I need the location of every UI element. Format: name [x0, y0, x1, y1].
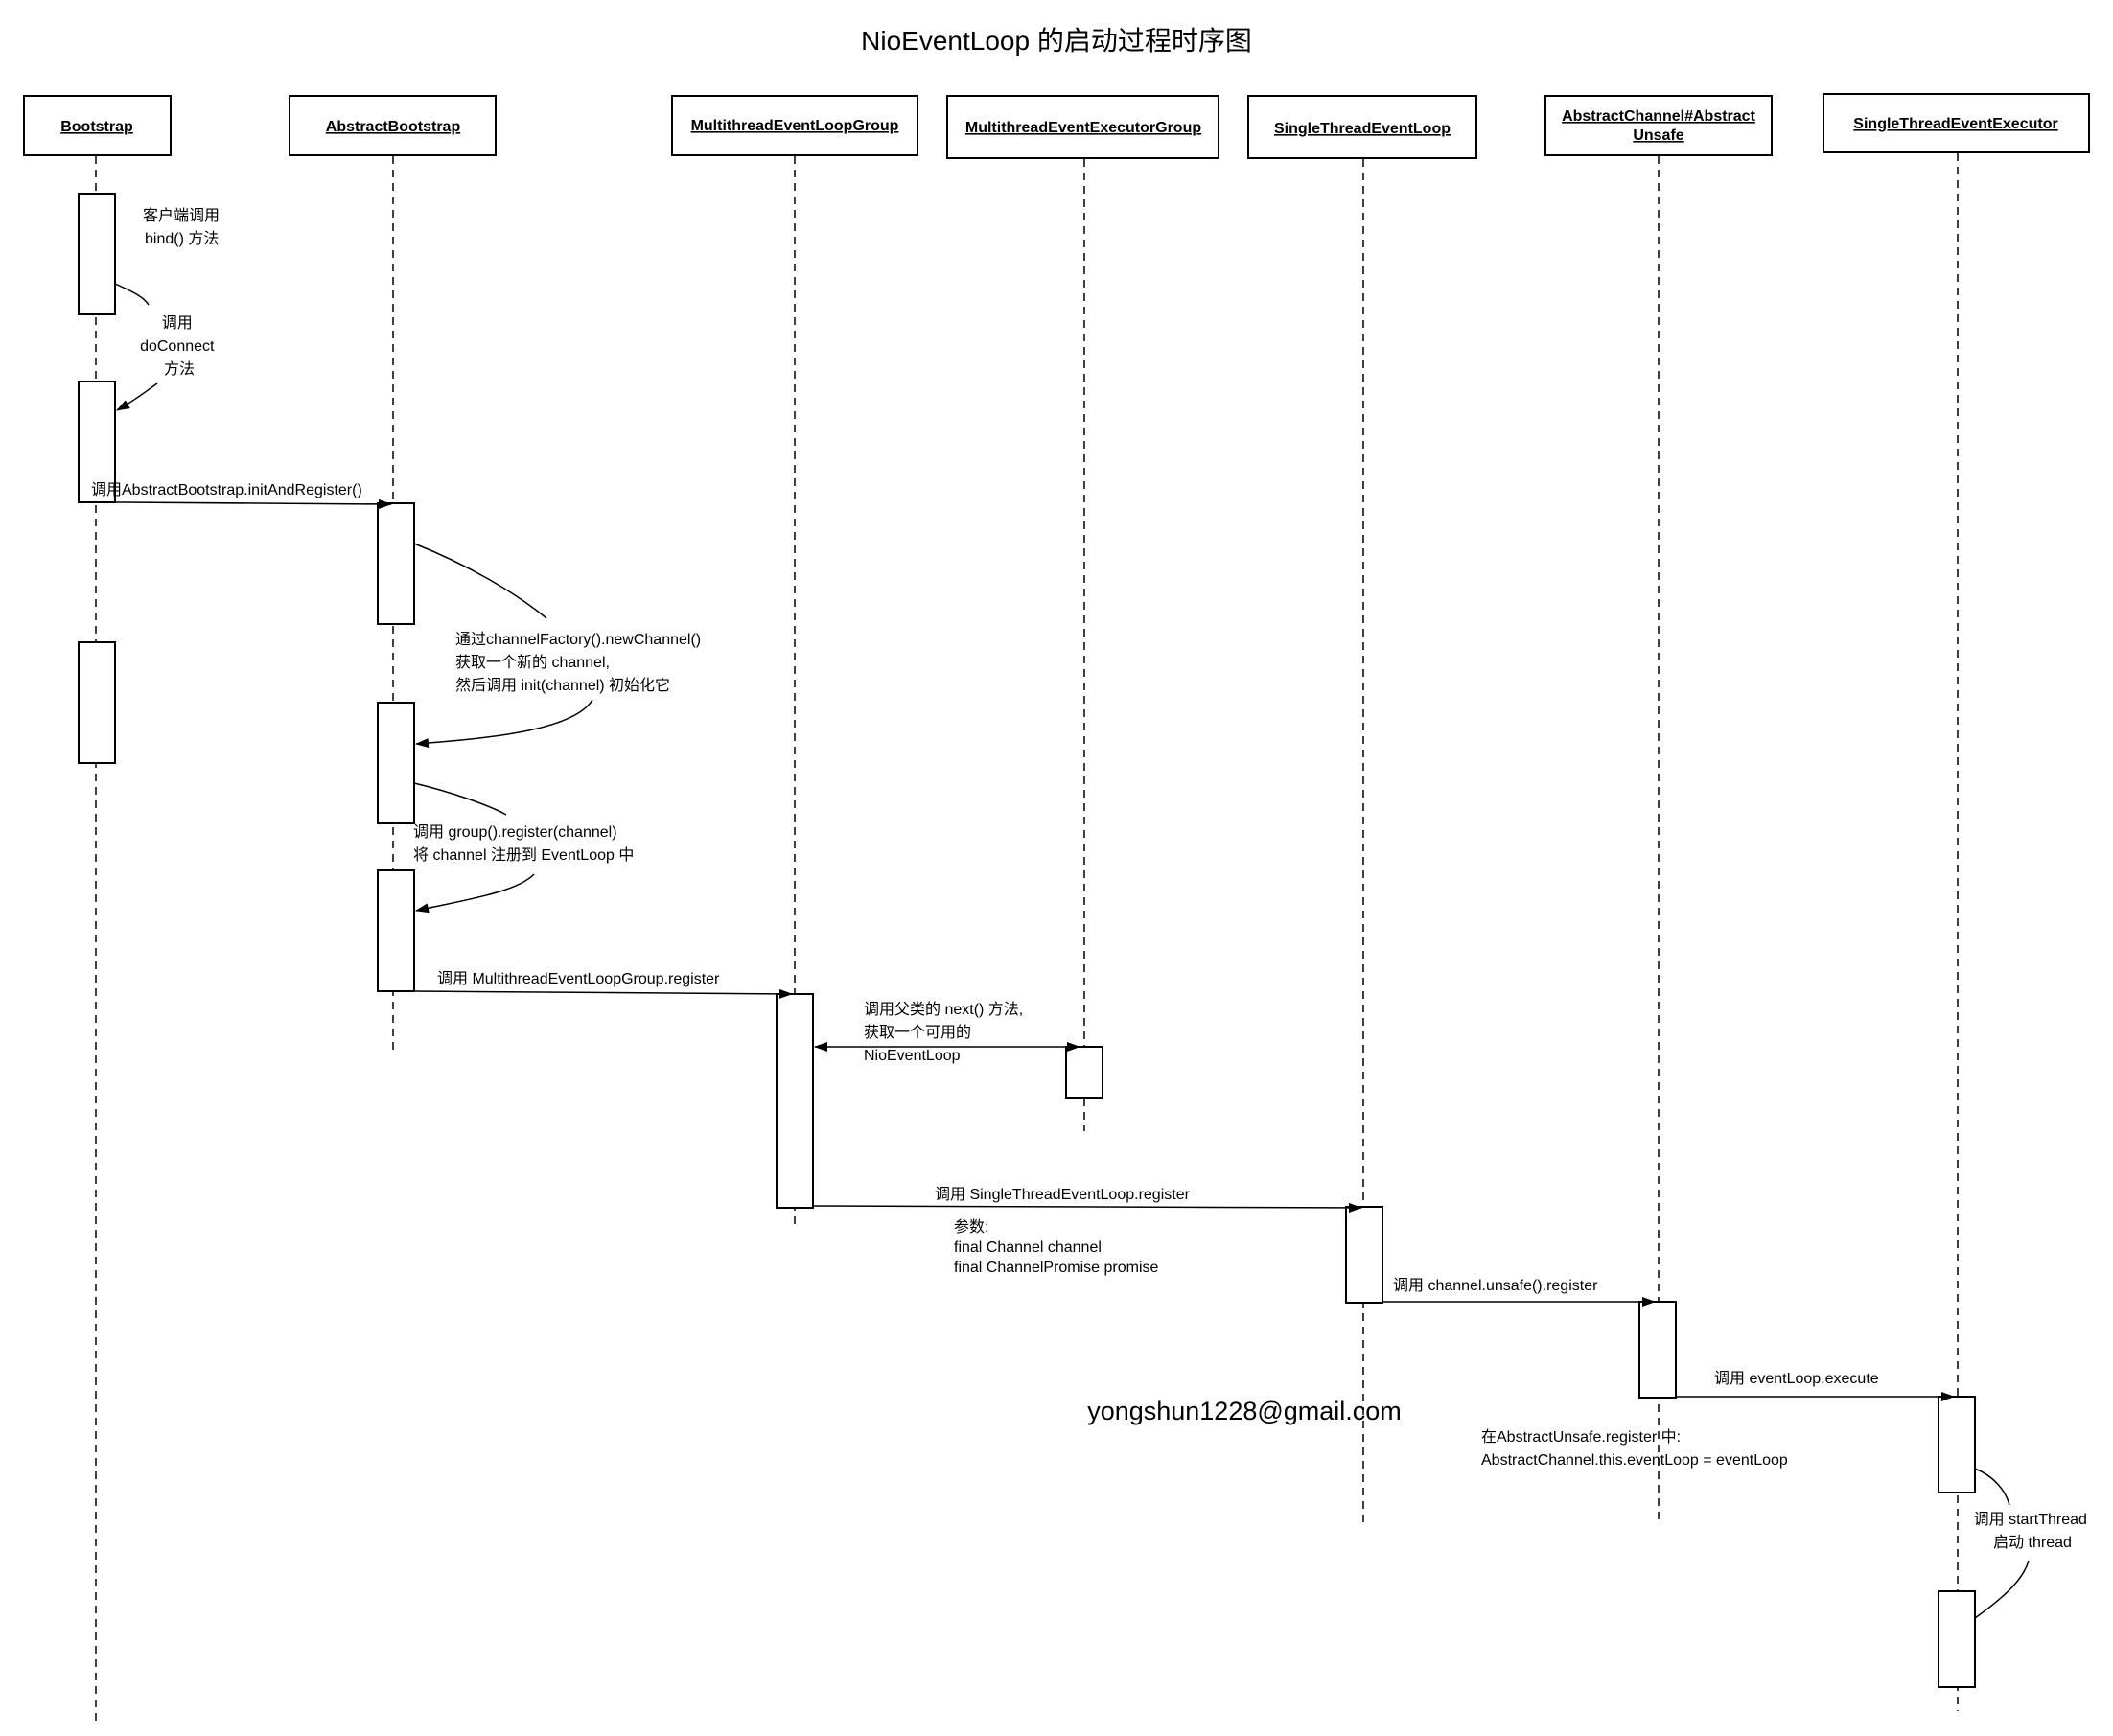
lifeline-stel-label: SingleThreadEventLoop	[1274, 121, 1451, 137]
activation-abstract-bootstrap-3	[377, 869, 415, 992]
curve-ab-in-1	[415, 699, 593, 749]
note-do-connect: 调用 doConnect 方法	[140, 314, 219, 378]
lifeline-unsafe: AbstractChannel#Abstract Unsafe	[1544, 95, 1773, 156]
note-abstract-unsafe: 在AbstractUnsafe.register 中: AbstractChan…	[1481, 1428, 1788, 1469]
lifeline-unsafe-label-line2: Unsafe	[1633, 127, 1683, 144]
activation-bootstrap-3	[78, 641, 116, 764]
lifeline-stee-label: SingleThreadEventExecutor	[1853, 116, 2057, 132]
lifeline-stee: SingleThreadEventExecutor	[1823, 93, 2090, 153]
activation-bootstrap-2	[78, 381, 116, 503]
curve-bootstrap-in	[116, 382, 158, 411]
note-params: 参数: final Channel channel final ChannelP…	[954, 1218, 1159, 1276]
lifeline-mtelg: MultithreadEventLoopGroup	[671, 95, 918, 156]
activation-stee-2	[1938, 1590, 1976, 1688]
label-unsafe-register: 调用 channel.unsafe().register	[1393, 1277, 1598, 1294]
lifeline-mteeg: MultithreadEventExecutorGroup	[946, 95, 1219, 159]
curve-ab-out-2	[413, 782, 507, 816]
activation-mtelg	[776, 993, 814, 1209]
label-execute: 调用 eventLoop.execute	[1714, 1370, 1879, 1387]
curve-stee-in	[1974, 1560, 2030, 1619]
activation-unsafe	[1638, 1301, 1677, 1399]
lifeline-mteeg-label: MultithreadEventExecutorGroup	[965, 120, 1201, 136]
activation-stee-1	[1938, 1396, 1976, 1493]
label-stel-register: 调用 SingleThreadEventLoop.register	[935, 1186, 1191, 1203]
lifeline-abstract-bootstrap: AbstractBootstrap	[289, 95, 497, 156]
msg-stel-register	[812, 1202, 1362, 1213]
activation-bootstrap-1	[78, 193, 116, 315]
msg-init-and-register	[114, 498, 392, 509]
note-client-bind: 客户端调用 bind() 方法	[143, 207, 223, 247]
diagram-title: NioEventLoop 的启动过程时序图	[861, 26, 1252, 56]
lifeline-bootstrap-label: Bootstrap	[60, 119, 133, 135]
note-start-thread: 调用 startThread 启动 thread	[1974, 1511, 2092, 1551]
curve-stee-out	[1974, 1468, 2010, 1506]
activation-abstract-bootstrap-1	[377, 502, 415, 625]
activation-stel	[1345, 1206, 1383, 1304]
curve-ab-out-1	[413, 543, 547, 619]
lifeline-mtelg-label: MultithreadEventLoopGroup	[691, 118, 899, 134]
lifeline-stel: SingleThreadEventLoop	[1247, 95, 1477, 159]
activation-mteeg	[1065, 1046, 1103, 1099]
label-init-and-register: 调用AbstractBootstrap.initAndRegister()	[91, 481, 362, 498]
lifeline-abstract-bootstrap-label: AbstractBootstrap	[326, 119, 461, 135]
note-next: 调用父类的 next() 方法, 获取一个可用的 NioEventLoop	[864, 1001, 1028, 1064]
lifeline-bootstrap: Bootstrap	[23, 95, 172, 156]
author-email: yongshun1228@gmail.com	[1087, 1397, 1402, 1425]
curve-ab-in-2	[415, 873, 535, 914]
curve-bootstrap-out	[114, 283, 150, 306]
activation-abstract-bootstrap-2	[377, 702, 415, 824]
msg-mtelg-register	[413, 988, 793, 999]
note-new-channel: 通过channelFactory().newChannel() 获取一个新的 c…	[455, 631, 706, 694]
note-group-register: 调用 group().register(channel) 将 channel 注…	[413, 823, 634, 864]
lifeline-unsafe-label-line1: AbstractChannel#Abstract	[1562, 108, 1756, 125]
label-mtelg-register: 调用 MultithreadEventLoopGroup.register	[437, 970, 720, 987]
